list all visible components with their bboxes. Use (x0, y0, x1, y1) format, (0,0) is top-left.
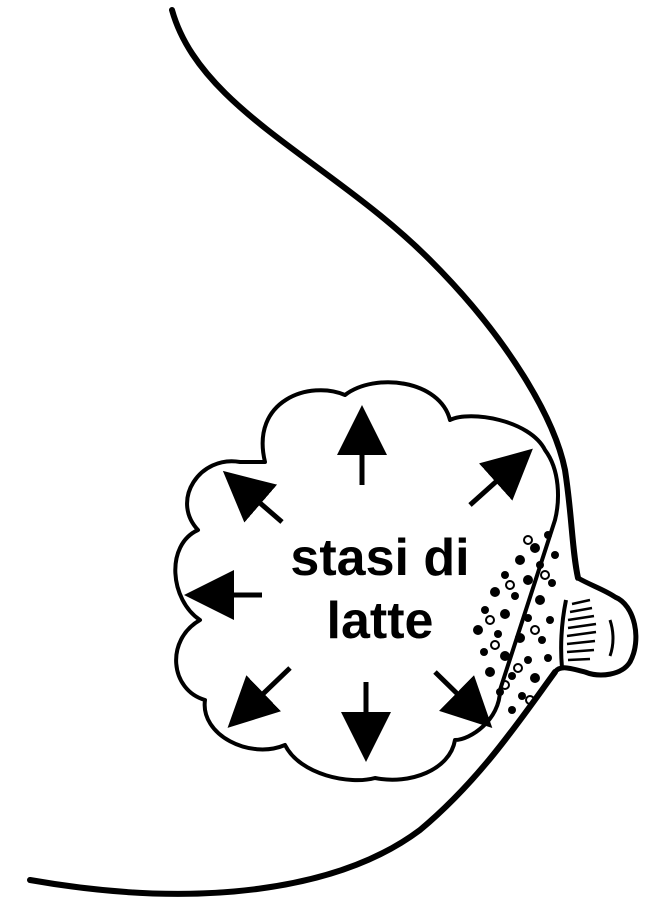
nipple (555, 578, 636, 675)
label-latte: latte (230, 595, 530, 647)
label-stasi-di: stasi di (230, 532, 530, 584)
